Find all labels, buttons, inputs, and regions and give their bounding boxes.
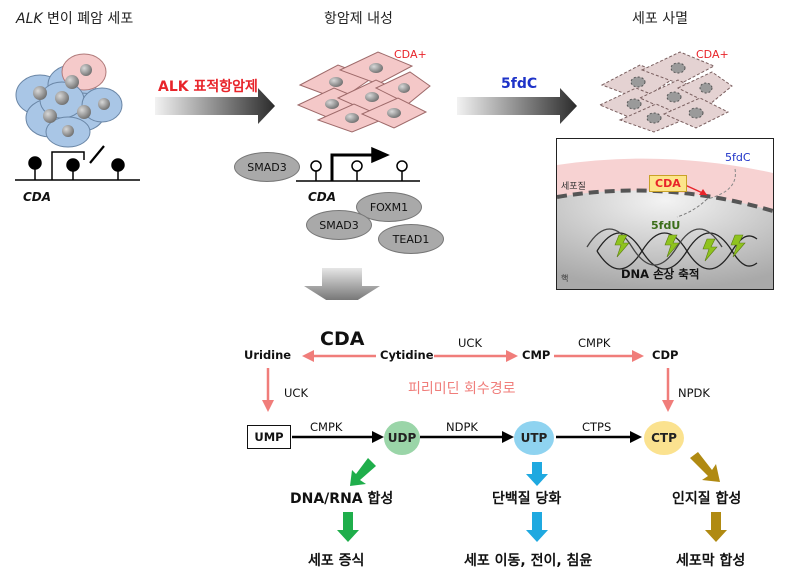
ump-box: UMP xyxy=(247,425,291,449)
cmp-label: CMP xyxy=(522,348,551,362)
inset-graphics xyxy=(557,139,773,289)
tead1-oval: TEAD1 xyxy=(378,224,444,254)
uridine-label: Uridine xyxy=(244,348,292,362)
cancer-cell-cluster xyxy=(15,53,123,148)
inset-nucleus: 핵 xyxy=(561,274,569,283)
cytidine-label: Cytidine xyxy=(380,348,434,362)
smad3-oval-a: SMAD3 xyxy=(234,152,300,182)
cyan-arrows xyxy=(526,462,548,542)
cdp-label: CDP xyxy=(652,348,679,362)
utp-node: UTP xyxy=(514,421,554,455)
salvage-label: 피리미딘 회수경로 xyxy=(408,381,516,397)
cmpk-top-label: CMPK xyxy=(578,336,611,350)
ndpk-label: NDPK xyxy=(446,420,478,434)
header-left-rest: 변이 폐암 세포 xyxy=(42,11,134,27)
inset-cytoplasm: 세포질 xyxy=(561,182,586,192)
down-arrow xyxy=(304,268,380,300)
top-graphics xyxy=(15,51,733,300)
outcome-membrane: 세포막 합성 xyxy=(676,553,746,569)
green-arrows xyxy=(337,458,376,542)
cda-title: CDA xyxy=(320,328,365,350)
smad3-oval-b: SMAD3 xyxy=(306,210,372,240)
outcome-dna-rna: DNA/RNA 합성 xyxy=(290,491,394,507)
npdk-label: NPDK xyxy=(678,386,710,400)
gene-label-left: CDA xyxy=(23,190,52,204)
ctp-node: CTP xyxy=(644,421,684,455)
ctps-label: CTPS xyxy=(582,420,612,434)
cda-plus-right: CDA+ xyxy=(696,48,729,61)
cda-plus-middle: CDA+ xyxy=(394,48,427,61)
header-left-gene: ALK xyxy=(16,11,43,27)
inset-fdc: 5fdC xyxy=(725,151,751,164)
inset-cda-box: CDA xyxy=(649,175,687,192)
fdc-arrow-label: 5fdC xyxy=(501,76,538,92)
outcome-proliferation: 세포 증식 xyxy=(308,553,365,569)
gene-active xyxy=(296,146,420,182)
gene-silenced xyxy=(15,145,140,181)
uck-left-label: UCK xyxy=(284,386,308,400)
header-left: ALK 변이 폐암 세포 xyxy=(16,8,133,28)
alk-drug-label: ALK 표적항암제 xyxy=(158,79,258,95)
gene-label-middle: CDA xyxy=(308,190,337,204)
header-right: 세포 사멸 xyxy=(632,11,688,27)
alk-drug-arrow xyxy=(155,88,275,124)
cmpk-bottom-label: CMPK xyxy=(310,420,343,434)
resistant-cells xyxy=(296,51,431,133)
inset-panel: 5fdC 세포질 CDA 5fdU DNA 손상 축적 핵 xyxy=(556,138,774,290)
inset-fdu: 5fdU xyxy=(651,219,681,232)
header-middle: 항암제 내성 xyxy=(324,11,393,27)
dying-cells xyxy=(598,51,733,133)
outcome-lipid: 인지질 합성 xyxy=(672,491,742,507)
pathway-arrows xyxy=(262,350,727,542)
uck-top-label: UCK xyxy=(458,336,482,350)
damage-bolts xyxy=(614,234,746,262)
fdc-arrow xyxy=(457,88,577,124)
gold-arrows xyxy=(690,452,727,542)
outcome-migration: 세포 이동, 전이, 침윤 xyxy=(464,553,593,569)
outcome-protein: 단백질 당화 xyxy=(492,491,562,507)
udp-node: UDP xyxy=(384,421,420,455)
inset-damage-label: DNA 손상 축적 xyxy=(621,267,700,281)
